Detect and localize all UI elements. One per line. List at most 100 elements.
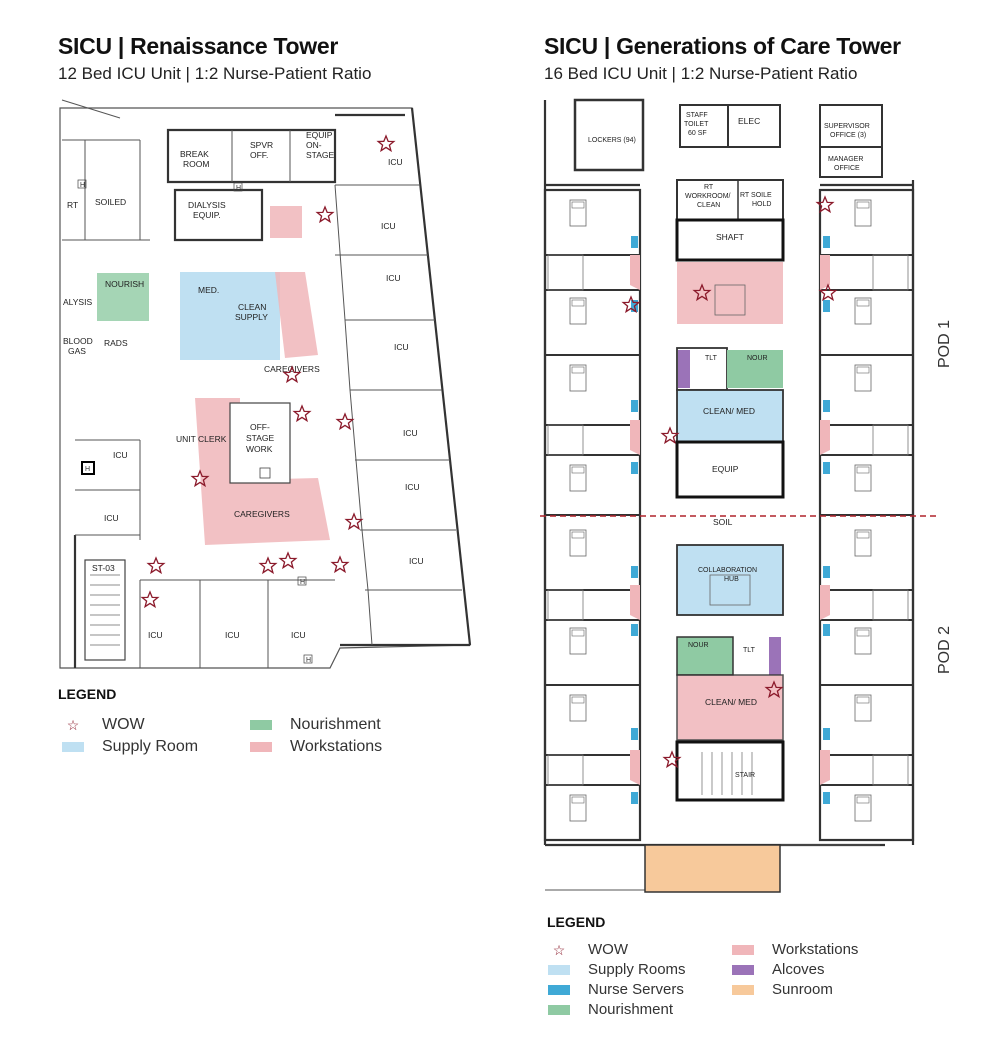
svg-text:ICU: ICU bbox=[225, 630, 240, 640]
label-tlt-upper: TLT bbox=[705, 355, 718, 362]
right-legend-alcoves: Alcoves bbox=[732, 961, 825, 978]
label-off-stage3: WORK bbox=[246, 444, 273, 454]
label-elec: ELEC bbox=[738, 116, 760, 126]
svg-text:H: H bbox=[236, 185, 241, 192]
clean-med-upper bbox=[676, 389, 784, 443]
label-caregivers1: CAREGIVERS bbox=[264, 364, 320, 374]
label-dialysis-equip2: EQUIP. bbox=[193, 210, 221, 220]
label-clean: CLEAN bbox=[238, 302, 266, 312]
label-rt-soiled: RT SOILE bbox=[740, 192, 772, 199]
workstation-zone-top bbox=[270, 206, 302, 238]
label-rads: RADS bbox=[104, 338, 128, 348]
med-supply-zone bbox=[180, 272, 280, 360]
svg-text:ICU: ICU bbox=[388, 157, 403, 167]
workstations-swatch bbox=[732, 944, 754, 955]
nourishment-swatch bbox=[250, 720, 272, 730]
svg-text:H: H bbox=[85, 466, 90, 473]
left-legend-title: LEGEND bbox=[58, 686, 117, 702]
label-shaft: SHAFT bbox=[716, 232, 744, 242]
right-legend-workstations: Workstations bbox=[732, 941, 858, 958]
left-subtitle: 12 Bed ICU Unit | 1:2 Nurse-Patient Rati… bbox=[58, 64, 372, 83]
label-break2: ROOM bbox=[183, 159, 209, 169]
label-nourish: NOURISH bbox=[105, 279, 144, 289]
label-soil: SOIL bbox=[713, 517, 733, 527]
label-dialysis: ALYSIS bbox=[63, 297, 92, 307]
svg-text:H: H bbox=[306, 657, 311, 664]
label-spvr2: OFF. bbox=[250, 150, 268, 160]
label-equip: EQUIP bbox=[306, 130, 333, 140]
svg-text:ICU: ICU bbox=[113, 450, 128, 460]
label-nour-upper: NOUR bbox=[747, 355, 768, 362]
supply-swatch bbox=[62, 742, 84, 752]
label-clean-med-upper: CLEAN/ MED bbox=[703, 406, 755, 416]
star-icon: ☆ bbox=[552, 941, 566, 958]
workstations-swatch bbox=[250, 742, 272, 752]
svg-text:H: H bbox=[300, 579, 305, 586]
label-clean-med-lower: CLEAN/ MED bbox=[705, 697, 757, 707]
star-icon: ☆ bbox=[66, 717, 80, 733]
collab-hub bbox=[676, 544, 784, 616]
left-legend-supply: Supply Room bbox=[62, 738, 198, 756]
alcoves-swatch bbox=[732, 964, 754, 975]
bedside-workstations bbox=[630, 255, 830, 785]
label-equip3: STAGE bbox=[306, 150, 335, 160]
svg-text:ICU: ICU bbox=[409, 556, 424, 566]
label-rt: RT bbox=[67, 200, 78, 210]
svg-text:ICU: ICU bbox=[394, 342, 409, 352]
svg-text:ICU: ICU bbox=[405, 482, 420, 492]
svg-text:H: H bbox=[80, 182, 85, 189]
label-soiled: SOILED bbox=[95, 197, 126, 207]
svg-text:ICU: ICU bbox=[403, 428, 418, 438]
svg-text:ICU: ICU bbox=[104, 513, 119, 523]
label-blood2: GAS bbox=[68, 346, 86, 356]
nourishment-swatch bbox=[548, 1004, 570, 1015]
label-unit-clerk: UNIT CLERK bbox=[176, 434, 227, 444]
right-legend-nourishment: Nourishment bbox=[548, 1001, 673, 1018]
pod1-label: POD 1 bbox=[936, 319, 953, 368]
icu-labels-left: ICU ICU ICU ICU ICU ICU ICU ICU ICU ICU … bbox=[104, 157, 424, 640]
sunroom bbox=[644, 844, 781, 893]
left-legend-nourishment: Nourishment bbox=[250, 716, 381, 734]
left-legend-wow: ☆WOW bbox=[62, 716, 145, 734]
svg-text:ICU: ICU bbox=[381, 221, 396, 231]
label-equip2: ON- bbox=[306, 140, 322, 150]
label-blood: BLOOD bbox=[63, 336, 93, 346]
right-subtitle: 16 Bed ICU Unit | 1:2 Nurse-Patient Rati… bbox=[544, 64, 858, 83]
alcove-lower bbox=[769, 637, 781, 675]
label-tlt-lower: TLT bbox=[743, 647, 756, 654]
pod2-label: POD 2 bbox=[936, 625, 953, 674]
workstation-zone-lower bbox=[195, 398, 330, 545]
svg-text:ICU: ICU bbox=[148, 630, 163, 640]
label-clean2: SUPPLY bbox=[235, 312, 268, 322]
label-collab2: HUB bbox=[724, 576, 739, 583]
workstation-zone-upper bbox=[275, 272, 318, 358]
sunroom-swatch bbox=[732, 984, 754, 995]
label-stair: STAIR bbox=[735, 772, 755, 779]
label-toilet: TOILET bbox=[684, 121, 709, 128]
right-legend-supply: Supply Rooms bbox=[548, 961, 686, 978]
nourish-core-upper bbox=[727, 350, 783, 388]
right-legend-wow: ☆WOW bbox=[548, 941, 628, 958]
label-rt-workroom3: CLEAN bbox=[697, 202, 720, 209]
workstation-core-upper bbox=[677, 262, 783, 324]
label-toilet-sf: 60 SF bbox=[688, 130, 707, 137]
label-rt-workroom: RT bbox=[704, 184, 714, 191]
svg-text:ICU: ICU bbox=[386, 273, 401, 283]
right-title: SICU | Generations of Care Tower bbox=[544, 33, 901, 59]
nourish-zone bbox=[97, 273, 149, 321]
label-supervisor: SUPERVISOR bbox=[824, 123, 870, 130]
left-title: SICU | Renaissance Tower bbox=[58, 33, 339, 59]
label-staff: STAFF bbox=[686, 112, 708, 119]
right-legend-title: LEGEND bbox=[547, 914, 606, 930]
svg-text:ICU: ICU bbox=[291, 630, 306, 640]
clean-med-lower bbox=[676, 674, 784, 741]
label-manager: MANAGER bbox=[828, 156, 863, 163]
label-spvr: SPVR bbox=[250, 140, 273, 150]
label-rt-workroom2: WORKROOM/ bbox=[685, 193, 731, 200]
label-manager2: OFFICE bbox=[834, 165, 860, 172]
label-caregivers2: CAREGIVERS bbox=[234, 509, 290, 519]
nurse-servers-swatch bbox=[548, 984, 570, 995]
label-lockers: LOCKERS (94) bbox=[588, 137, 636, 144]
right-legend-sunroom: Sunroom bbox=[732, 981, 833, 998]
